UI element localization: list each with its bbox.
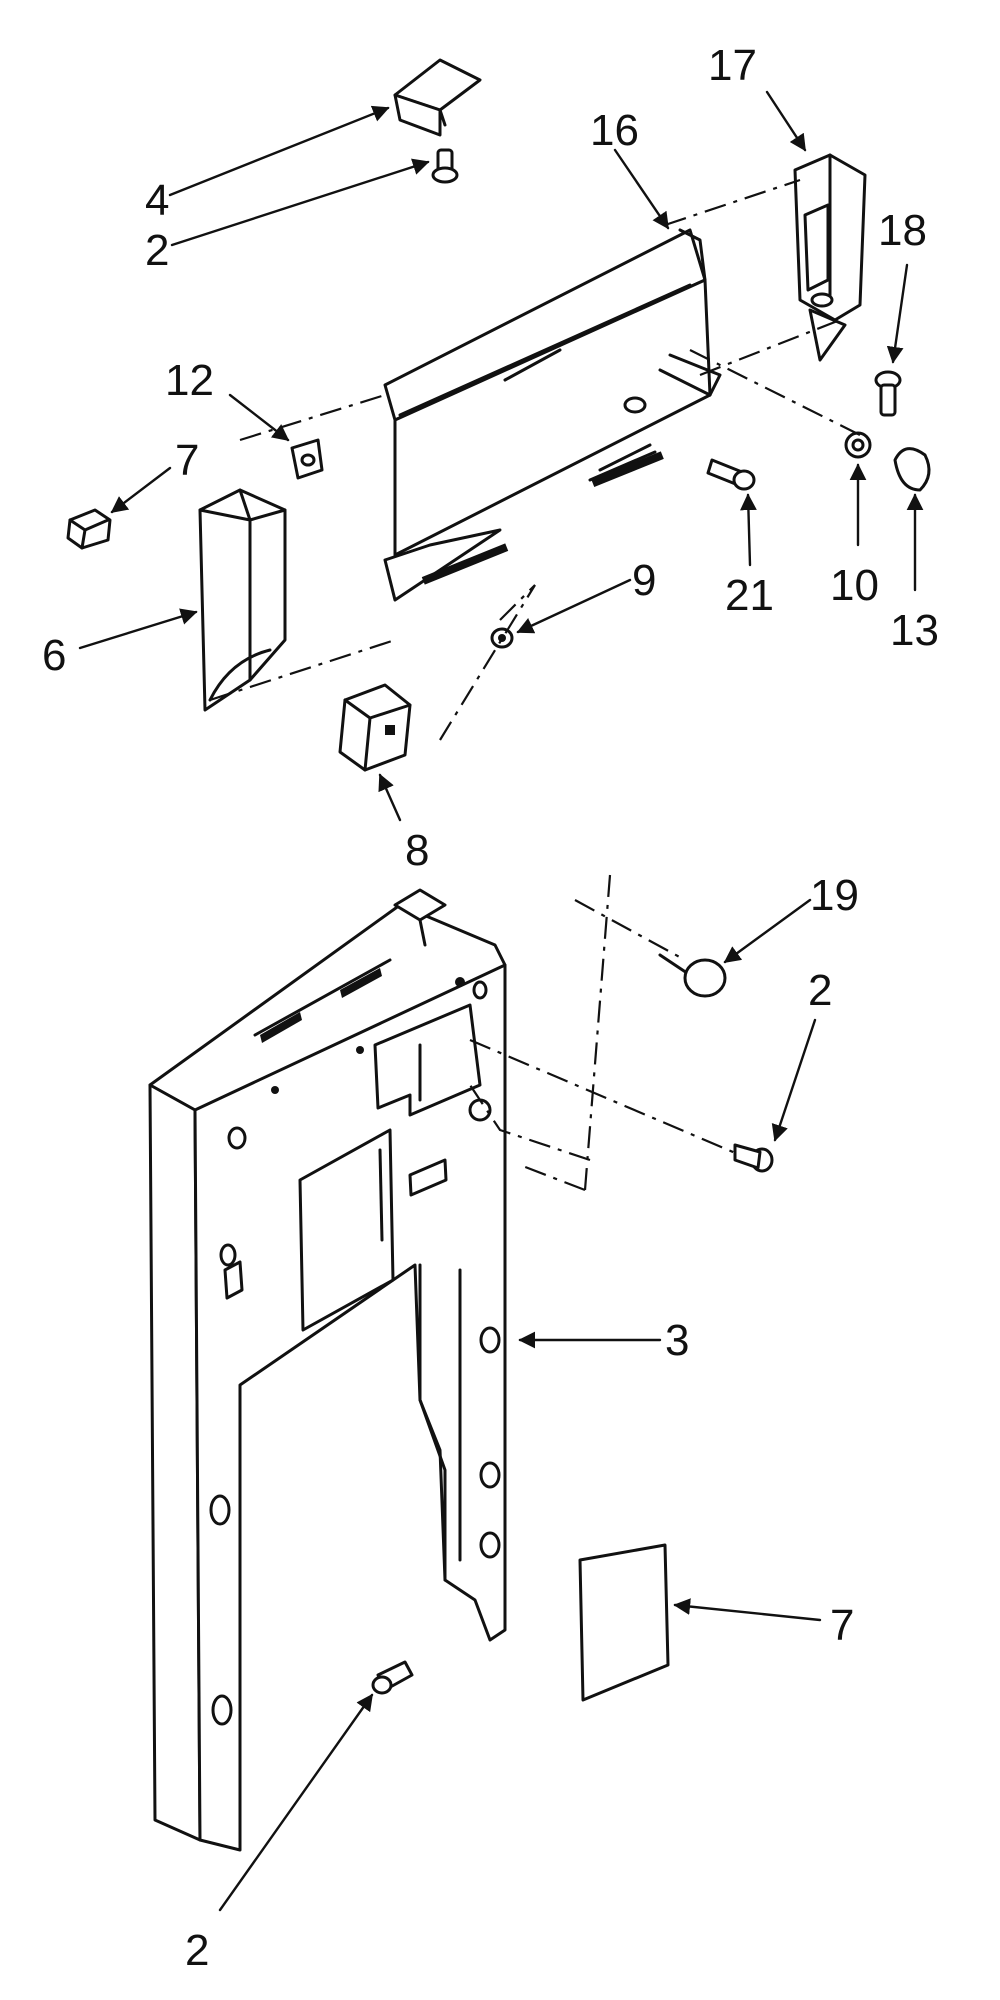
callout-labels: 17 16 4 2 18 12 7 21 10 13 9 6 8 19 2 3 …: [42, 41, 939, 1975]
assembly-guide-lines: [209, 178, 871, 1192]
leader-arrows: [78, 90, 924, 1912]
callout-6: 6: [42, 631, 66, 680]
callout-16: 16: [590, 106, 639, 155]
callout-18: 18: [878, 206, 927, 255]
part-7-knob-block: [66, 508, 112, 550]
callout-3: 3: [665, 1316, 689, 1365]
part-2-screw-bottom: [371, 1660, 414, 1695]
part-8-switch: [338, 683, 412, 772]
callout-13: 13: [890, 606, 939, 655]
part-7-label-plate: [578, 1543, 670, 1702]
part-13-knob: [893, 447, 931, 492]
callout-2-bottom: 2: [185, 1926, 209, 1975]
part-19-plug: [658, 953, 727, 998]
part-4-bracket: [393, 58, 482, 137]
callout-2-top: 2: [145, 226, 169, 275]
callout-2-right: 2: [808, 966, 832, 1015]
callout-8: 8: [405, 826, 429, 875]
part-17-end-cap: [793, 153, 867, 362]
part-12-clip: [290, 438, 324, 480]
part-21-screw: [706, 458, 756, 491]
callout-21: 21: [725, 571, 774, 620]
callout-19: 19: [810, 871, 859, 920]
callout-12: 12: [165, 356, 214, 405]
callout-7-right: 7: [830, 1601, 854, 1650]
callout-7-left: 7: [175, 436, 199, 485]
part-16-channel: [383, 228, 722, 602]
callout-17: 17: [708, 41, 757, 90]
part-3-frame-panel: [148, 888, 507, 1852]
part-9-nut: [490, 627, 514, 649]
callout-9: 9: [632, 556, 656, 605]
part-18-screw: [874, 370, 902, 417]
callout-10: 10: [830, 561, 879, 610]
part-2-screw-top: [431, 148, 459, 184]
part-10-washer: [844, 431, 872, 459]
part-6-side-trim: [198, 488, 287, 712]
callout-4: 4: [145, 176, 169, 225]
part-2-screw-right: [733, 1143, 774, 1173]
